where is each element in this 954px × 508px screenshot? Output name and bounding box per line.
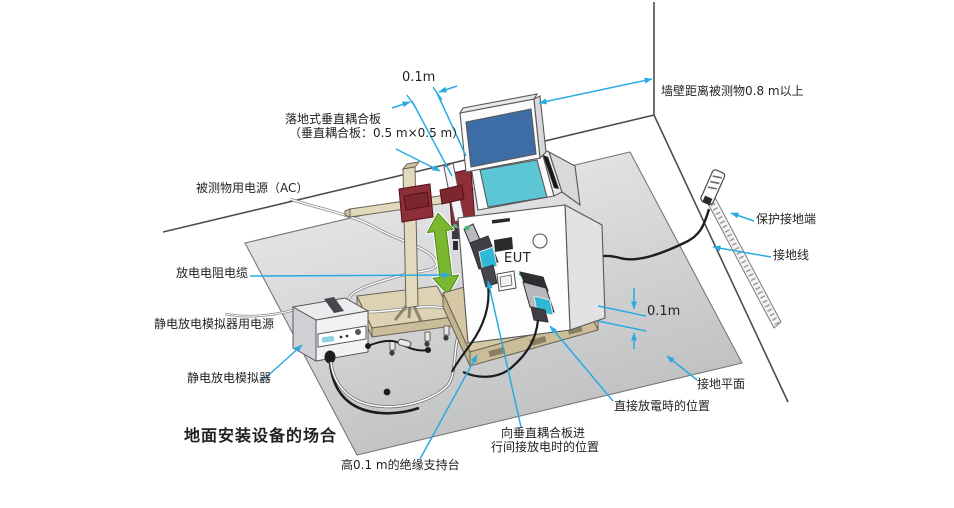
simulator-hv-cable [328,361,420,415]
dimension-right-label: 0.1m [647,304,681,319]
eut-power-label: 被测物用电源（AC） [196,181,309,195]
gun1-cable [450,284,490,373]
esd-gun-direct [518,271,555,323]
indirect-discharge-label: 向垂直耦合板进 行间接放电时的位置 [491,426,600,454]
discharge-cable-label: 放电电阻电缆 [176,266,249,280]
vertical-coupling-plate-label: 落地式垂直耦合板 （垂直耦合板：0.5 m×0.5 m） [285,112,465,140]
gun2-cable [462,319,540,378]
esd-gun-indirect [463,223,499,288]
direct-discharge-label: 直接放電時的位置 [614,399,711,413]
earth-terminal-label: 保护接地端 [756,212,817,226]
simulator-power-label: 静电放电模拟器用电源 [154,317,275,331]
figure-title: 地面安装设备的场合 [184,426,338,445]
insulating-table-label: 高0.1 m的绝缘支持台 [341,458,460,472]
ground-plane-label: 接地平面 [697,377,746,391]
dimension-top-label: 0.1m [402,70,436,85]
ground-strap [703,189,782,329]
wall-distance-label: 墙壁距离被测物0.8 m以上 [661,84,804,98]
eut-label: EUT [504,251,532,266]
leader-lines [249,77,772,460]
ground-wire-label: 接地线 [773,248,810,262]
room-corner-lines [162,2,789,403]
protective-earth-terminal [700,169,726,206]
esd-simulator [291,297,370,364]
simulator-label: 静电放电模拟器 [187,371,272,385]
dimension-right-0-1m [597,288,647,349]
dimension-top-0-1m [391,85,467,177]
jumper-lead [365,338,431,353]
